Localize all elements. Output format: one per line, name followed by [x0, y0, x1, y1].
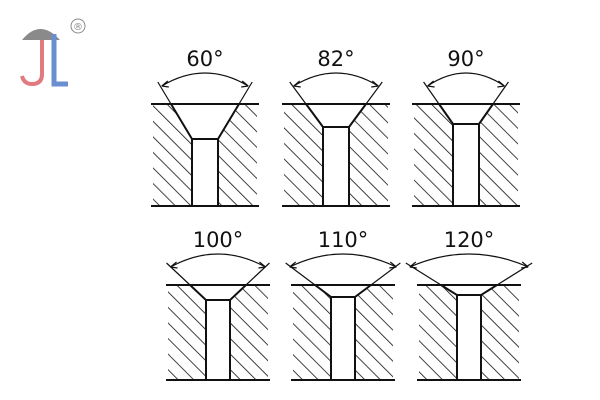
- countersink-panel-100: 100°: [166, 228, 270, 381]
- logo-letter-l: [51, 34, 68, 87]
- arc-arrow-right: [521, 261, 529, 269]
- angle-arc: [293, 72, 379, 87]
- arc-arrow-right: [371, 80, 379, 88]
- countersink-panel-82: 82°: [282, 47, 390, 207]
- hatched-material: [414, 104, 518, 206]
- angle-arc: [427, 72, 505, 87]
- brand-logo: ®: [10, 12, 90, 92]
- extension-line-left: [423, 81, 440, 105]
- logo-letter-j: [20, 40, 44, 87]
- arc-arrow-right: [258, 261, 266, 269]
- hatched-material: [284, 104, 388, 206]
- angle-arc: [409, 253, 529, 268]
- arc-arrow-left: [293, 80, 301, 88]
- angle-arc: [170, 253, 266, 268]
- angle-label: 100°: [193, 228, 244, 252]
- extension-line-right: [245, 262, 270, 286]
- angle-arc: [289, 253, 397, 268]
- jl-logo-icon: ®: [20, 18, 86, 87]
- angle-label: 110°: [318, 228, 369, 252]
- angle-label: 90°: [447, 47, 484, 71]
- hatched-material: [168, 285, 268, 380]
- extension-line-right: [492, 81, 509, 105]
- extension-line-left: [157, 81, 172, 105]
- arc-arrow-left: [289, 261, 297, 269]
- registered-mark-circle: [70, 18, 86, 34]
- registered-mark: ®: [73, 22, 83, 33]
- angle-label: 82°: [317, 47, 354, 71]
- extension-line-right: [238, 81, 253, 105]
- arc-arrow-left: [409, 261, 417, 269]
- countersink-panel-60: 60°: [151, 47, 259, 207]
- countersink-panel-110: 110°: [285, 228, 401, 381]
- arc-arrow-left: [427, 80, 435, 88]
- countersink-panel-120: 120°: [405, 228, 533, 381]
- arc-arrow-right: [241, 80, 249, 88]
- arc-arrow-right: [389, 261, 397, 269]
- extension-line-left: [289, 81, 307, 105]
- arc-arrow-left: [170, 261, 178, 269]
- extension-line-right: [365, 81, 383, 105]
- hatched-material: [419, 285, 519, 380]
- hatched-material: [293, 285, 393, 380]
- countersink-panel-90: 90°: [412, 47, 520, 207]
- angle-arc: [161, 72, 249, 87]
- hatched-material: [153, 104, 257, 206]
- umbrella-canopy: [22, 29, 60, 40]
- arc-arrow-right: [497, 80, 505, 88]
- angle-label: 120°: [444, 228, 495, 252]
- angle-label: 60°: [186, 47, 223, 71]
- arc-arrow-left: [161, 80, 169, 88]
- extension-line-left: [166, 262, 191, 286]
